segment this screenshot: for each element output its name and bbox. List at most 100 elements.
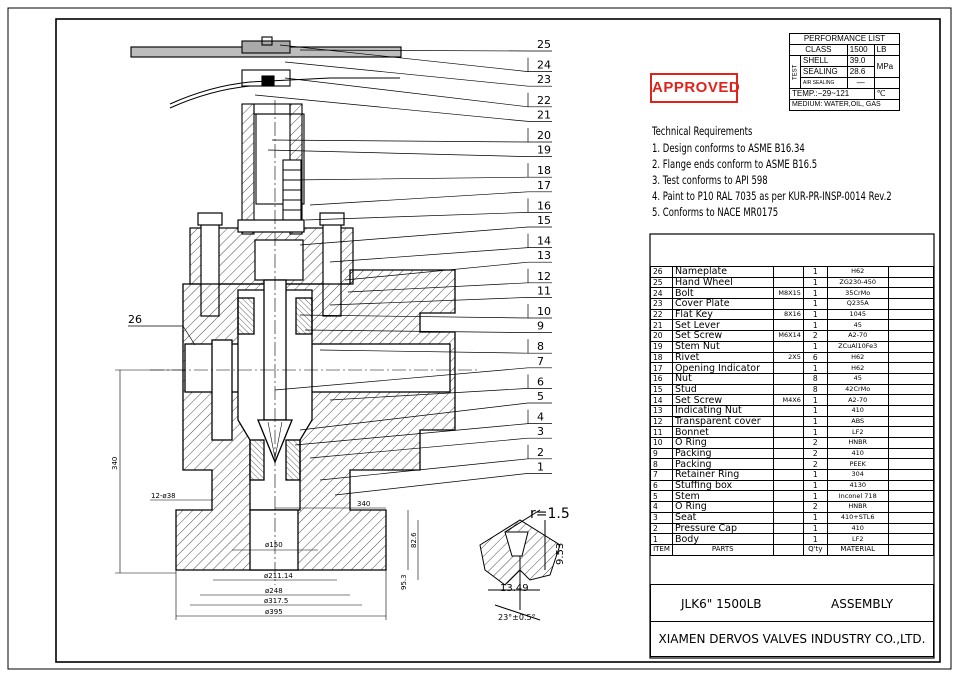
perf-shell-value: 39.0 — [846, 55, 875, 67]
bom-material: 410 — [826, 404, 889, 417]
bom-qty: 1 — [802, 404, 828, 417]
bom-material: Inconel 718 — [826, 490, 889, 503]
bom-spec — [772, 469, 804, 481]
bom-part: Packing — [671, 447, 774, 460]
dim-height: 340 — [111, 457, 119, 470]
callout-leader — [309, 437, 552, 459]
bom-qty: 2 — [802, 330, 828, 342]
callout-23: 23 — [537, 73, 551, 86]
bom-spec — [772, 426, 804, 438]
bom-item-no: 14 — [650, 394, 673, 406]
bom-part: Nut — [671, 372, 774, 385]
perf-class-label: CLASS — [789, 44, 848, 56]
callout-leaders — [254, 44, 552, 496]
callout-leader — [334, 473, 552, 496]
bom-spec: M4X6 — [772, 394, 804, 406]
callout-leader — [299, 49, 552, 52]
bom-qty: 1 — [802, 362, 828, 374]
perf-temp: TEMP.:−29~121 — [789, 88, 875, 100]
bom-item-no: 15 — [650, 383, 673, 396]
bom-spec — [772, 447, 804, 460]
technical-requirements: Technical Requirements 1. Design conform… — [652, 123, 892, 220]
bom-item-no: 2 — [650, 522, 673, 535]
bom-part: Seat — [671, 511, 774, 524]
bom-item-no: 22 — [650, 308, 673, 321]
bom-part: Retainer Ring — [671, 469, 774, 481]
bom-material: 4130 — [826, 479, 889, 492]
bom-qty: 1 — [802, 533, 828, 545]
callout-18: 18 — [537, 164, 551, 177]
bom-item-no: 20 — [650, 330, 673, 342]
bom-qty: 1 — [802, 266, 828, 278]
bom-item-no: 18 — [650, 351, 673, 364]
bom-material: 410+STL6 — [826, 511, 889, 524]
bom-spec — [772, 362, 804, 374]
bom-blank — [887, 490, 935, 503]
bom-header-cell — [772, 543, 804, 556]
callout-24: 24 — [537, 59, 551, 72]
approved-stamp: APPROVED — [650, 73, 740, 103]
tech-item: 5. Conforms to NACE MR0175 — [652, 205, 779, 219]
bom-blank — [887, 469, 935, 481]
bom-blank — [887, 415, 935, 428]
bom-part: Bonnet — [671, 426, 774, 438]
callout-8: 8 — [537, 340, 544, 353]
callout-leader — [289, 176, 552, 181]
bom-spec — [772, 404, 804, 417]
callout-labels: 2524232221201918171615141312111098765432… — [537, 38, 551, 473]
bom-blank — [887, 426, 935, 438]
title-frame — [649, 233, 935, 659]
bom-qty: 1 — [802, 298, 828, 310]
bom-part: Flat Key — [671, 308, 774, 321]
bom-qty: 1 — [802, 490, 828, 503]
bom-spec — [772, 383, 804, 396]
bom-item-no: 7 — [650, 469, 673, 481]
bom-qty: 1 — [802, 426, 828, 438]
bom-item-no: 11 — [650, 426, 673, 438]
bom-item-no: 13 — [650, 404, 673, 417]
centerlines — [150, 100, 480, 585]
bom-qty: 2 — [802, 501, 828, 513]
bom-part: Cover Plate — [671, 298, 774, 310]
callout-leader — [254, 94, 552, 122]
callout-leader — [284, 61, 552, 87]
bom-qty: 1 — [802, 287, 828, 300]
bom-item-no: 21 — [650, 319, 673, 332]
performance-list: PERFORMANCE LIST CLASS 1500 LB TEST SHEL… — [789, 33, 901, 111]
perf-temp-unit: ℃ — [873, 88, 901, 100]
callout-13: 13 — [537, 249, 551, 262]
bom-qty: 1 — [802, 511, 828, 524]
callout-2: 2 — [537, 446, 544, 459]
dim-width: 340 — [357, 500, 370, 508]
bom-spec — [772, 319, 804, 332]
perf-class-unit: LB — [873, 44, 901, 56]
callout-leader — [267, 149, 552, 157]
bom-qty: 8 — [802, 372, 828, 385]
handwheel — [130, 36, 402, 235]
bom-spec: 2X5 — [772, 351, 804, 364]
dim-r: r=1.5 — [530, 506, 570, 522]
bom-header-cell: MATERIAL — [826, 543, 889, 556]
bom-part: Stem Nut — [671, 340, 774, 353]
bom-part: Indicating Nut — [671, 404, 774, 417]
callout-leader — [299, 226, 552, 246]
bom-blank — [887, 287, 935, 300]
perf-class-value: 1500 — [846, 44, 875, 56]
bom-spec — [772, 340, 804, 353]
bom-blank — [887, 437, 935, 449]
perf-medium: MEDIUM: WATER,OIL, GAS — [789, 99, 900, 111]
bom-item-no: 25 — [650, 276, 673, 289]
bom-part: Pressure Cap — [671, 522, 774, 535]
bom-qty: 1 — [802, 415, 828, 428]
